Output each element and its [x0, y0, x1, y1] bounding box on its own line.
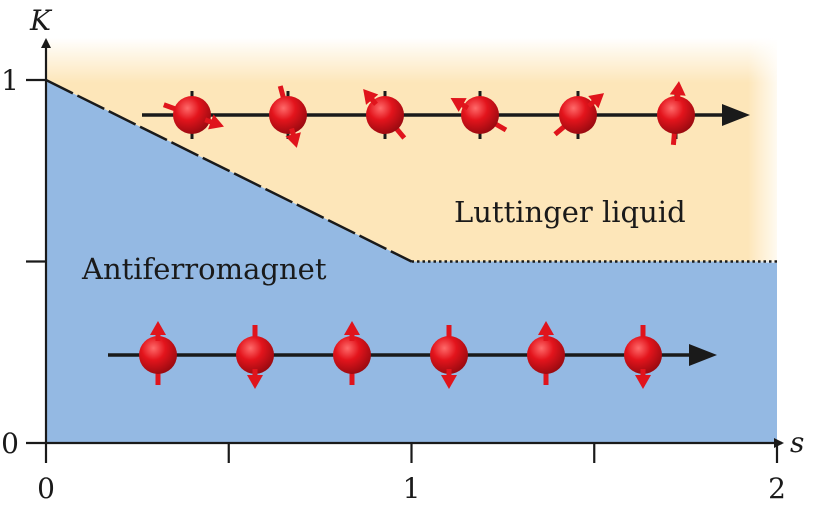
spin-arrowhead	[588, 93, 605, 109]
spin	[236, 325, 274, 389]
x-tick-label: 1	[403, 472, 421, 505]
spin-ball	[461, 96, 499, 134]
x-axis-label: s	[790, 426, 804, 459]
spin-arrowhead	[344, 321, 360, 335]
spin-arrowhead	[441, 375, 457, 389]
spin-arrowhead	[669, 81, 686, 96]
luttinger-spin-chain	[142, 81, 750, 148]
chain-arrowhead	[689, 344, 717, 366]
spin	[363, 88, 407, 140]
spin	[527, 321, 565, 385]
spin-arrow-front	[674, 93, 681, 102]
spin-ball	[624, 336, 662, 374]
spin	[162, 91, 224, 139]
spin	[430, 325, 468, 389]
spin	[553, 91, 605, 139]
chain-arrowhead	[722, 104, 750, 126]
spin-arrowhead	[538, 321, 554, 335]
phase-boundary-dashed	[45, 78, 413, 263]
spin-arrowhead	[285, 132, 301, 148]
spin-ball	[430, 336, 468, 374]
spin-ball	[139, 336, 177, 374]
spin-arrowhead	[363, 88, 379, 105]
spin	[333, 321, 371, 385]
spin-arrowhead	[635, 375, 651, 389]
x-tick-label: 2	[768, 472, 786, 505]
y-tick-label: 1	[1, 64, 19, 97]
spin	[657, 81, 695, 146]
y-ticks: 01	[1, 64, 46, 460]
antiferromagnet-label: Antiferromagnet	[81, 252, 327, 286]
x-ticks: 0 1 2	[37, 443, 786, 505]
spin-arrowhead	[247, 375, 263, 389]
spin-ball	[236, 336, 274, 374]
top-fade	[44, 38, 784, 83]
spin-arrow-front	[204, 117, 213, 125]
luttinger-liquid-label: Luttinger liquid	[454, 195, 686, 229]
spin-arrowhead	[150, 321, 166, 335]
y-tick-label: 0	[1, 427, 19, 460]
spin	[624, 325, 662, 389]
spin-ball	[527, 336, 565, 374]
right-fade	[748, 38, 784, 263]
spin	[139, 321, 177, 385]
spin-arrow-front	[460, 102, 470, 111]
spin-ball	[366, 96, 404, 134]
luttinger-liquid-region	[46, 38, 777, 262]
spin	[269, 85, 307, 148]
spin-arrow-front	[369, 97, 378, 106]
spin-arrow-front	[289, 127, 296, 136]
spin-arrow-front	[587, 99, 596, 108]
spin	[450, 91, 508, 139]
spin-ball	[333, 336, 371, 374]
spin-arrowhead	[450, 98, 467, 112]
spin-ball	[559, 96, 597, 134]
spin-arrowhead	[208, 114, 224, 130]
spin-ball	[173, 96, 211, 134]
x-tick-label: 0	[37, 472, 55, 505]
y-axis-label: K	[29, 4, 53, 37]
antiferromagnet-spin-chain	[108, 321, 717, 389]
spin-ball	[269, 96, 307, 134]
spin-ball	[657, 96, 695, 134]
